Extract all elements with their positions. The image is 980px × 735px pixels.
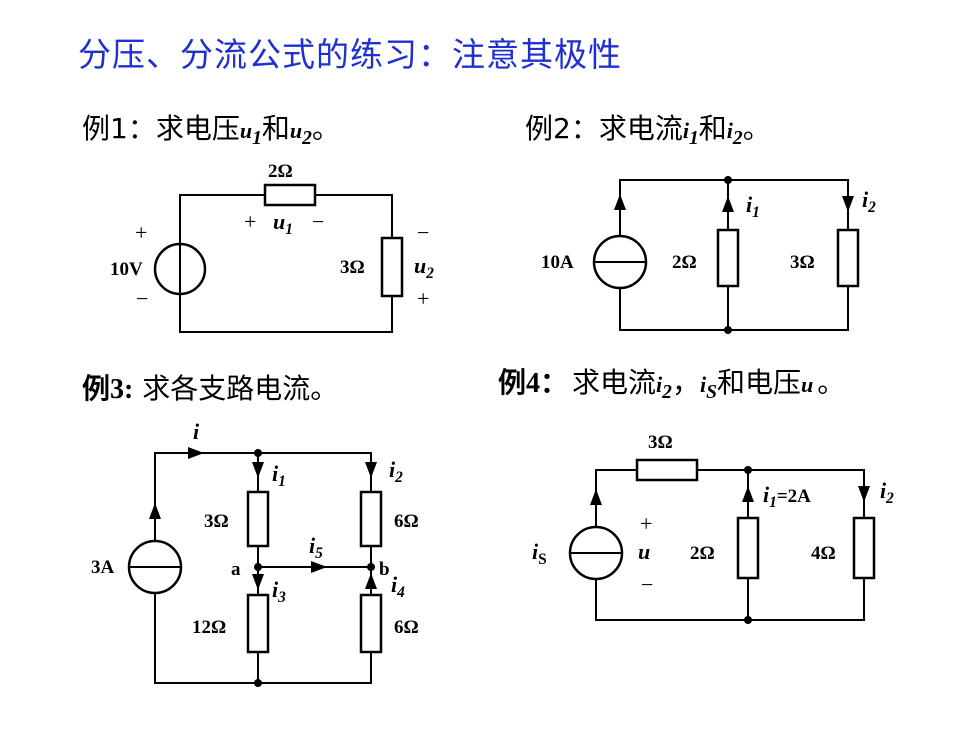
ex2-resistor-2ohm [716,228,740,288]
ex2-resistor-3ohm [836,228,860,288]
ex3-node-top [254,449,262,457]
ex1-u2-label: u2 [414,253,434,282]
ex2-i2-arrow [842,196,854,212]
ex3-i5-label: i5 [309,533,323,562]
ex1-u2-minus: − [417,220,429,245]
example-3: 例3: 求各支路电流。 3A i i1 i2 i5 i3 [82,372,419,687]
ex4-i1-label: i1=2A [763,482,811,511]
ex2-node-top [724,176,732,184]
ex3-node-a-label: a [231,559,241,580]
ex1-r-right-value: 3Ω [340,257,365,278]
ex1-wires [179,194,393,333]
ex1-heading: 例1：求电压u1和u2。 [82,112,340,149]
ex3-i5-arrow [311,561,327,573]
ex3-source-label: 3A [91,557,115,578]
ex1-u1-label: u1 [273,209,293,238]
ex3-source-arrow [149,503,161,519]
ex3-node-b [367,563,375,571]
ex3-r-3-value: 3Ω [204,511,229,532]
ex3-r-6top-value: 6Ω [394,511,419,532]
ex3-i4-arrow [365,573,377,589]
ex4-node-top [744,466,752,474]
page-title: 分压、分流公式的练习：注意其极性 [78,35,622,74]
ex2-r1-value: 2Ω [672,252,697,273]
ex4-resistor-3ohm [635,458,699,482]
ex2-node-bottom [724,326,732,334]
ex4-node-bottom [744,616,752,624]
ex3-r-6bottom-value: 6Ω [394,617,419,638]
ex4-source-label: iS [532,539,547,568]
ex1-resistor-3ohm [380,236,404,298]
ex3-i2-arrow [365,462,377,478]
ex3-r-12-value: 12Ω [192,617,226,638]
ex4-r-right-value: 4Ω [811,543,836,564]
ex1-source-plus: + [135,220,147,245]
ex4-resistor-2ohm [736,516,760,580]
ex3-resistor-6ohm-top [359,490,383,548]
ex1-source-minus: − [136,286,148,311]
ex3-i1-label: i1 [272,461,286,490]
ex1-r-top-value: 2Ω [268,161,293,182]
ex4-source-arrow [590,489,602,505]
ex4-i2-arrow [858,486,870,502]
example-2: 例2：求电流i1和i2。 10A 2Ω 3Ω i1 i2 [525,112,876,334]
ex3-i2-label: i2 [389,457,403,486]
ex4-i2-label: i2 [880,478,894,507]
ex3-i-arrow [188,447,204,459]
ex3-heading: 例3: 求各支路电流。 [82,372,338,405]
ex1-source-label: 10V [110,259,143,280]
ex4-heading: 例4：求电流i2，iS和电压u。 [498,366,845,403]
ex2-source-arrow [614,194,626,210]
ex3-i1-arrow [252,462,264,478]
ex4-r-top-value: 3Ω [648,432,673,453]
ex3-i3-arrow [252,574,264,590]
ex1-resistor-2ohm [263,183,317,207]
ex3-i4-label: i4 [391,572,405,601]
ex2-r2-value: 3Ω [790,252,815,273]
ex2-i1-label: i1 [746,192,760,221]
ex1-u1-plus: + [244,209,256,234]
ex1-u1-minus: − [312,209,324,234]
ex2-heading: 例2：求电流i1和i2。 [525,112,771,149]
ex2-i2-label: i2 [862,187,876,216]
ex4-i1-arrow [742,486,754,502]
example-4: 例4：求电流i2，iS和电压u。 iS + u − 3Ω 2Ω 4Ω i1=2A… [498,366,894,624]
ex3-node-bottom [254,679,262,687]
ex3-i-label: i [193,419,200,444]
ex2-i1-arrow [722,196,734,212]
ex3-i3-label: i3 [272,577,286,606]
ex4-r-mid-value: 2Ω [690,543,715,564]
ex3-resistor-6ohm-bottom [359,593,383,654]
ex1-u2-plus: + [417,286,429,311]
ex3-resistor-12ohm [246,593,270,654]
ex4-u-plus: + [640,511,652,536]
ex4-u-minus: − [641,572,653,597]
ex2-source-label: 10A [541,252,574,273]
ex3-node-a [254,563,262,571]
ex3-node-b-label: b [379,559,390,580]
ex4-u-label: u [638,539,650,564]
ex4-resistor-4ohm [852,516,876,580]
ex3-resistor-3ohm [246,490,270,548]
example-1: 例1：求电压u1和u2。 10V + − 2Ω + u1 − 3Ω − u2 + [82,112,434,333]
